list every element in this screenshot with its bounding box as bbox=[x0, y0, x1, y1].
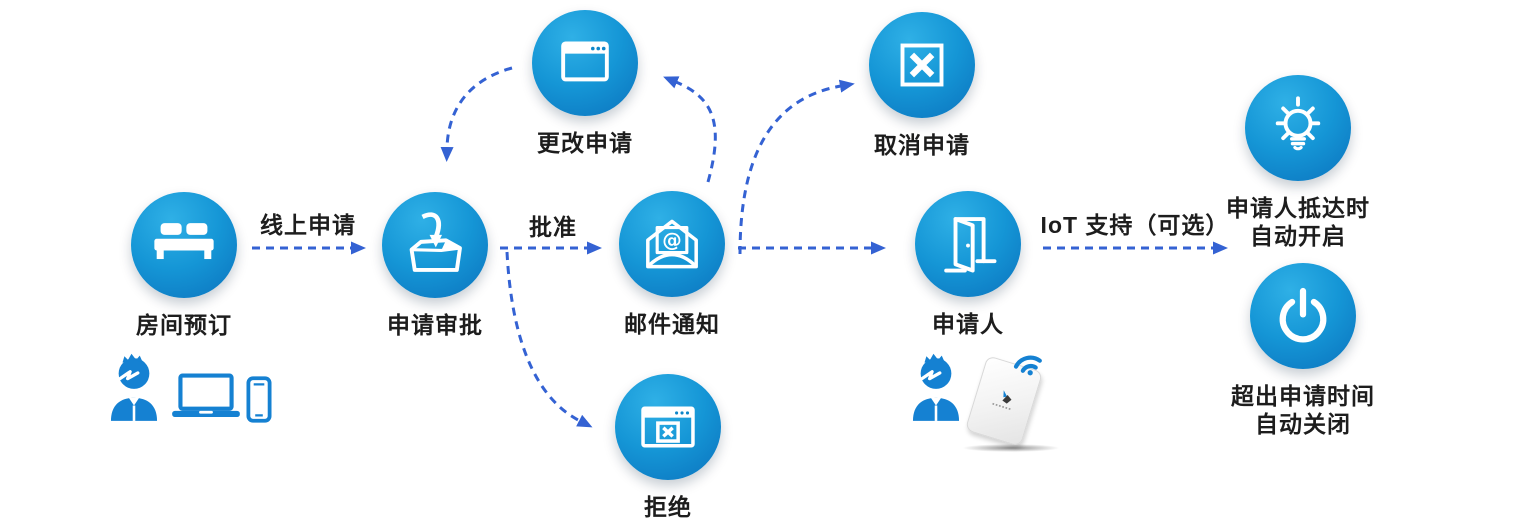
power-icon bbox=[1250, 263, 1356, 369]
node-reject: 拒绝 bbox=[615, 374, 721, 521]
node-label: 拒绝 bbox=[644, 494, 692, 520]
node-label-line1: 超出申请时间 bbox=[1231, 383, 1375, 409]
folder-submit-icon bbox=[382, 192, 488, 298]
node-label-line2: 自动开启 bbox=[1250, 223, 1346, 250]
wifi-signal-icon bbox=[1005, 340, 1050, 380]
rfid-card bbox=[964, 355, 1044, 447]
node-label: 邮件通知 bbox=[624, 311, 720, 337]
edge-to-cancel-request bbox=[738, 79, 855, 255]
lightbulb-icon bbox=[1245, 75, 1351, 181]
node-change-request: 更改申请 bbox=[532, 10, 638, 157]
node-auto-on: 申请人抵达时 自动开启 bbox=[1226, 75, 1370, 250]
node-applicant: 申请人 bbox=[915, 191, 1021, 338]
edge-label-online-application: 线上申请 bbox=[260, 212, 356, 238]
open-door-icon bbox=[915, 191, 1021, 297]
node-cancel-request: 取消申请 bbox=[869, 12, 975, 159]
edge-label-iot-support: IoT 支持（可选） bbox=[1040, 212, 1230, 238]
node-label: 申请人 bbox=[932, 311, 1004, 337]
laptop-icon bbox=[168, 372, 244, 422]
node-label: 更改申请 bbox=[537, 130, 633, 156]
person-icon bbox=[904, 348, 968, 426]
bed-icon bbox=[131, 192, 237, 298]
card-shadow bbox=[962, 444, 1060, 452]
node-email-notification: @ 邮件通知 bbox=[619, 191, 725, 338]
close-square-icon bbox=[869, 12, 975, 118]
phone-icon bbox=[246, 376, 272, 423]
edge-to-reject bbox=[505, 251, 593, 428]
node-label-line1: 申请人抵达时 bbox=[1226, 195, 1370, 221]
edge-label-approve: 批准 bbox=[529, 214, 577, 240]
browser-error-icon bbox=[615, 374, 721, 480]
node-label: 申请人抵达时 自动开启 bbox=[1226, 194, 1370, 250]
browser-window-icon bbox=[532, 10, 638, 116]
node-room-booking: 房间预订 bbox=[131, 192, 237, 339]
person-icon bbox=[102, 348, 166, 426]
node-label: 取消申请 bbox=[874, 132, 970, 158]
node-label: 房间预订 bbox=[136, 312, 232, 338]
node-label-line2: 自动关闭 bbox=[1255, 411, 1351, 438]
node-label: 申请审批 bbox=[387, 312, 483, 338]
node-label: 超出申请时间 自动关闭 bbox=[1231, 382, 1375, 438]
svg-text:@: @ bbox=[662, 228, 682, 251]
edge-to-change-request bbox=[663, 76, 717, 183]
edge-change-to-approval bbox=[440, 66, 513, 162]
node-auto-off: 超出申请时间 自动关闭 bbox=[1231, 263, 1375, 438]
email-open-at-icon: @ bbox=[619, 191, 725, 297]
node-application-approval: 申请审批 bbox=[382, 192, 488, 339]
